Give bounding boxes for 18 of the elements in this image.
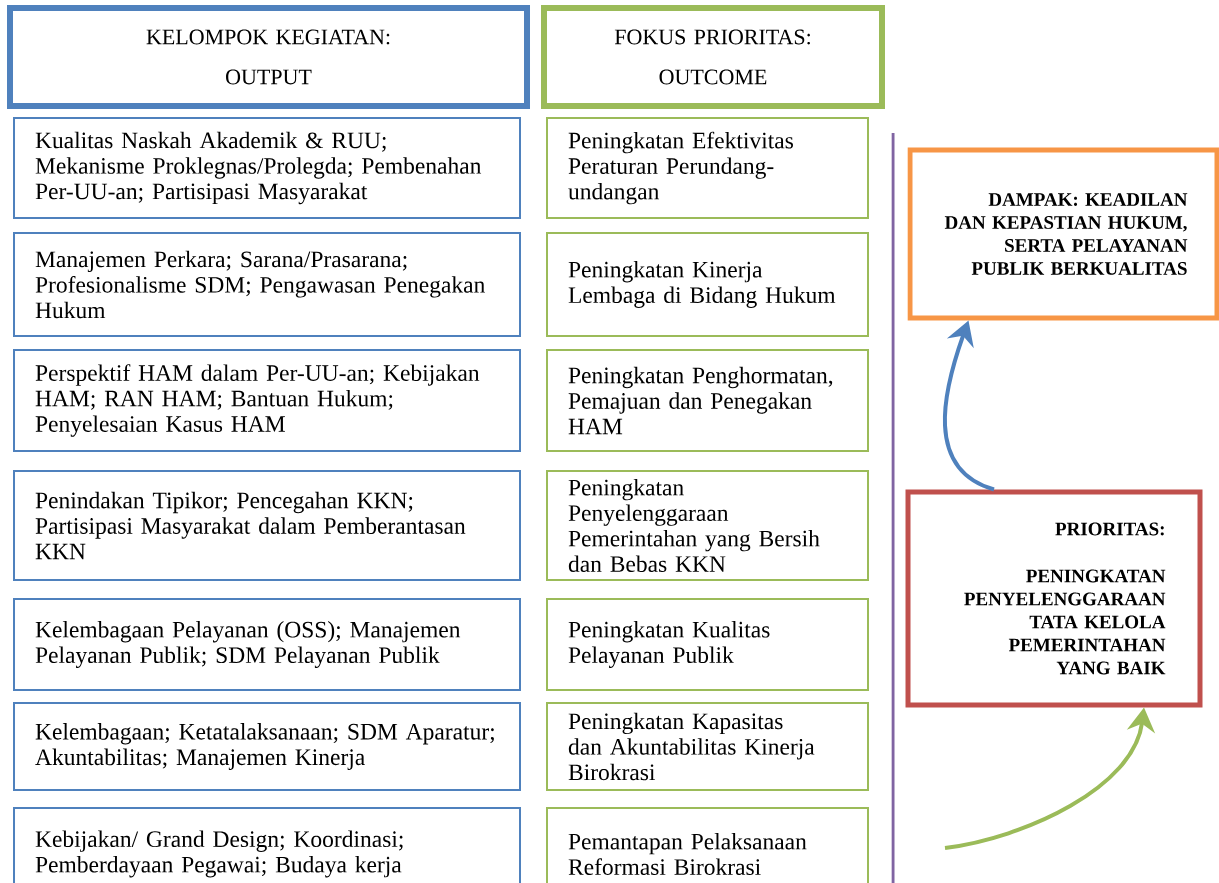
text-box: Peningkatan Kinerja Lembaga di Bidang Hukum xyxy=(546,232,869,337)
text-box: Penindakan Tipikor; Pencegahan KKN; Partisipasi Masyarakat dalam Pemberantasan KKN xyxy=(13,470,521,581)
text-box: Peningkatan Penghormatan, Pemajuan dan Penegakan HAM xyxy=(546,349,869,452)
text-box: Manajemen Perkara; Sarana/Prasarana; Profesionalisme SDM; Pengawasan Penegakan Hukum xyxy=(13,232,521,337)
header-box: KELOMPOK KEGIATAN: OUTPUT xyxy=(7,5,530,109)
result-box: PRIORITAS: PENINGKATAN PENYELENGGARAAN TATA KELOLA PEMERINTAHAN YANG BAIK xyxy=(905,489,1203,708)
text-box: Kelembagaan Pelayanan (OSS); Manajemen Pelayanan Publik; SDM Pelayanan Publik xyxy=(13,598,521,691)
result-box: DAMPAK: KEADILAN DAN KEPASTIAN HUKUM, SERTA PELAYANAN PUBLIK BERKUALITAS xyxy=(907,147,1219,321)
text-box: Kelembagaan; Ketatalaksanaan; SDM Aparatur; Akuntabilitas; Manajemen Kinerja xyxy=(13,702,521,791)
text-box: Peningkatan Efektivitas Peraturan Perundang-undangan xyxy=(546,117,869,219)
text-box: Perspektif HAM dalam Per-UU-an; Kebijakan HAM; RAN HAM; Bantuan Hukum; Penyelesaian Kasus HAM xyxy=(13,349,521,452)
text-box: Kebijakan/ Grand Design; Koordinasi; Pemberdayaan Pegawai; Budaya kerja xyxy=(13,807,521,883)
text-box: Peningkatan Kualitas Pelayanan Publik xyxy=(546,598,869,691)
text-box: Pemantapan Pelaksanaan Reformasi Birokrasi xyxy=(546,807,869,883)
header-box: FOKUS PRIORITAS: OUTCOME xyxy=(541,5,885,109)
text-box: Peningkatan Kapasitas dan Akuntabilitas Kinerja Birokrasi xyxy=(546,702,869,791)
text-box: Kualitas Naskah Akademik & RUU; Mekanisme Proklegnas/Prolegda; Pembenahan Per-UU-an; Partisipasi Masyarakat xyxy=(13,117,521,219)
text-box: Peningkatan Penyelenggaraan Pemerintahan yang Bersih dan Bebas KKN xyxy=(546,470,869,581)
